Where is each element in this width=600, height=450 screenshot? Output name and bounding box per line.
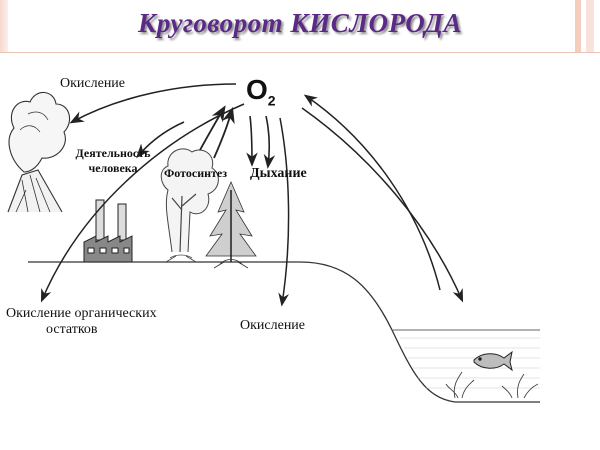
decor-stripe-right-2 bbox=[586, 0, 594, 52]
label-organic-oxidation: Окисление органических остатков bbox=[6, 306, 157, 338]
arrow-organic-oxidation bbox=[40, 103, 245, 303]
decor-stripe-right bbox=[575, 0, 581, 52]
label-human-activity: Деятельность человека bbox=[68, 146, 158, 176]
volcano-icon bbox=[7, 91, 71, 213]
label-respiration: Дыхание bbox=[250, 166, 307, 181]
arrow-respiration-1 bbox=[246, 115, 258, 167]
fish-icon bbox=[473, 350, 513, 372]
water-plants-icon bbox=[445, 371, 539, 399]
ground-line bbox=[28, 261, 540, 403]
arrow-respiration-2 bbox=[263, 115, 276, 169]
oxygen-symbol-subscript: 2 bbox=[267, 92, 276, 109]
slide-title: Круговорот КИСЛОРОДА bbox=[138, 8, 462, 38]
label-human-activity-line1: Деятельность bbox=[75, 146, 151, 160]
arrow-human-activity bbox=[136, 121, 185, 159]
water-shading bbox=[400, 337, 540, 389]
arrow-oxidation-bottom bbox=[278, 117, 290, 307]
decor-stripe-left bbox=[0, 0, 8, 52]
arrow-air-to-water bbox=[301, 107, 464, 303]
deciduous-tree-icon bbox=[160, 148, 219, 263]
label-organic-oxidation-line2: остатков bbox=[46, 322, 98, 337]
factory-icon bbox=[83, 199, 133, 263]
oxygen-symbol: O2 bbox=[246, 74, 276, 109]
arrow-water-to-air bbox=[303, 94, 441, 291]
arrow-photosynthesis-2 bbox=[213, 106, 235, 159]
oxygen-symbol-base: O bbox=[246, 74, 268, 105]
label-oxidation-bottom: Окисление bbox=[240, 318, 306, 333]
label-photosynthesis: Фотосинтез bbox=[164, 166, 228, 180]
label-organic-oxidation-line1: Окисление органических bbox=[6, 306, 157, 321]
arrow-oxidation-top bbox=[69, 83, 237, 124]
label-human-activity-line2: человека bbox=[88, 161, 138, 175]
label-oxidation-top: Окисление bbox=[60, 76, 126, 91]
fir-tree-icon bbox=[205, 180, 257, 269]
decor-divider bbox=[0, 52, 600, 53]
